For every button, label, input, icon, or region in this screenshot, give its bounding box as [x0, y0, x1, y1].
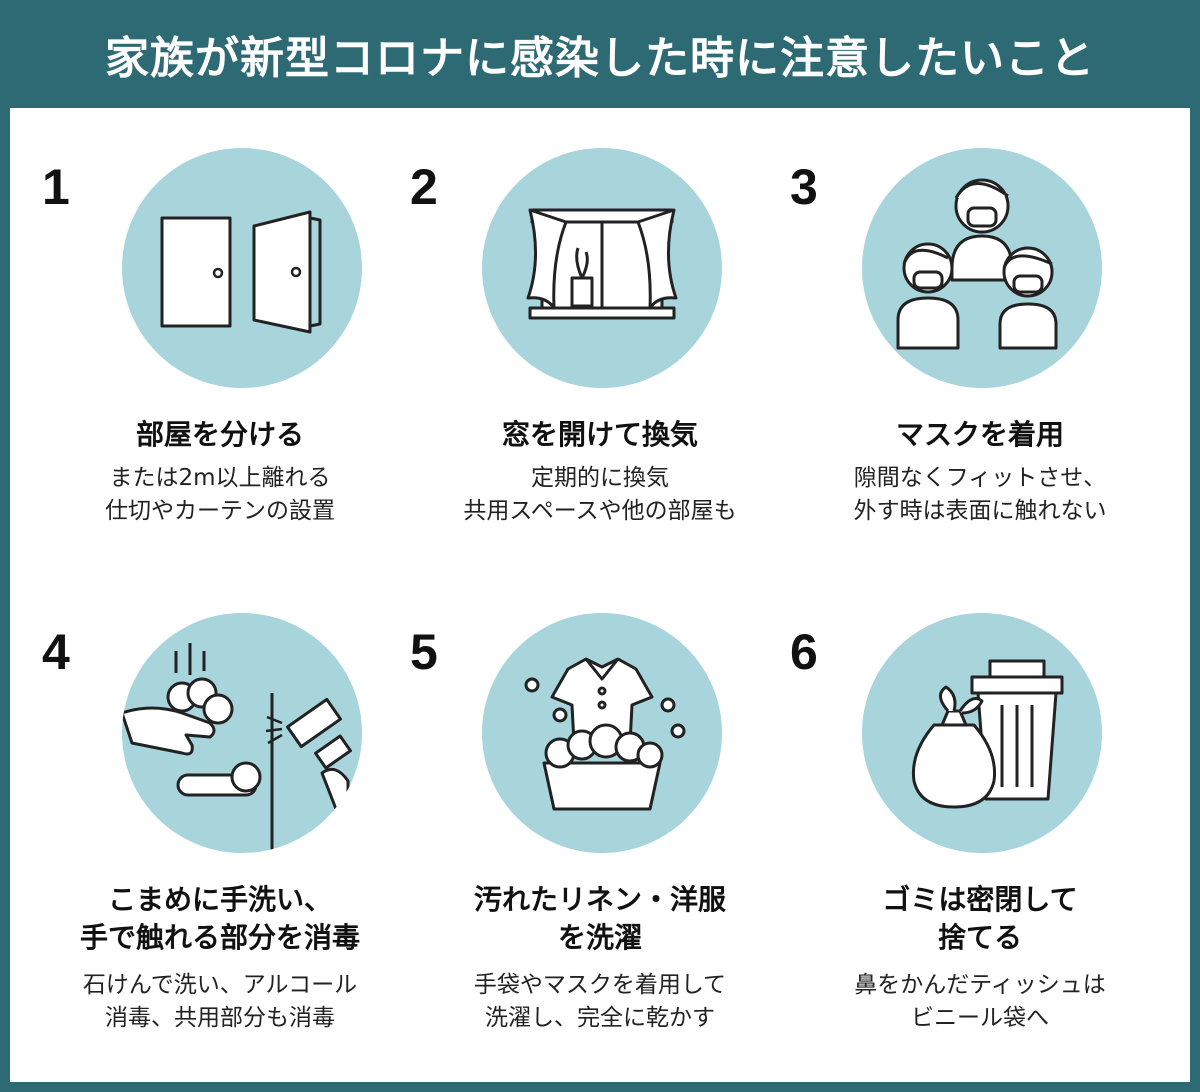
tip-item-3: 3 マスクを着用 — [790, 148, 1170, 618]
tip-item-2: 2 窓を開けて換気 定期的に換気 共用スペースや他の部屋も — [410, 148, 790, 618]
tip-description: または2m以上離れる 仕切やカーテンの設置 — [105, 465, 335, 525]
tip-number: 6 — [790, 624, 818, 680]
tip-number: 5 — [410, 624, 438, 680]
tip-title: マスクを着用 — [895, 418, 1064, 451]
tip-description: 定期的に換気 共用スペースや他の部屋も — [463, 465, 737, 525]
header-bar: 家族が新型コロナに感染した時に注意したいこと — [0, 0, 1200, 108]
tip-description: 隙間なくフィットさせ、 外す時は表面に触れない — [853, 465, 1107, 525]
tip-number: 2 — [410, 159, 438, 215]
tip-item-1: 1 部屋を分ける または2m以上離れる 仕切やカーテンの設置 — [30, 148, 410, 618]
handwash-disinfect-icon — [122, 613, 362, 853]
page-title: 家族が新型コロナに感染した時に注意したいこと — [105, 33, 1095, 84]
tip-title: こまめに手洗い、 手で触れる部分を消毒 — [79, 883, 360, 954]
doors-icon — [122, 148, 362, 388]
tip-title: 窓を開けて換気 — [501, 418, 698, 451]
trash-bag-icon — [862, 613, 1102, 853]
tip-description: 鼻をかんだティッシュは ビニール袋へ — [854, 972, 1106, 1032]
tip-title: 部屋を分ける — [135, 418, 304, 451]
tip-number: 3 — [790, 159, 818, 215]
tip-title: ゴミは密閉して 捨てる — [882, 883, 1078, 954]
tip-item-6: 6 ゴミは密閉して 捨てる 鼻 — [790, 613, 1170, 1083]
content-panel: 1 部屋を分ける または2m以上離れる 仕切やカーテンの設置 2 — [10, 108, 1190, 1082]
masked-family-icon — [862, 148, 1102, 388]
tip-item-4: 4 — [30, 613, 410, 1083]
tip-description: 石けんで洗い、アルコール 消毒、共用部分も消毒 — [82, 972, 358, 1032]
tip-title: 汚れたリネン・洋服 を洗濯 — [473, 883, 726, 954]
window-icon — [482, 148, 722, 388]
tip-item-5: 5 — [410, 613, 790, 1083]
tip-description: 手袋やマスクを着用して 洗濯し、完全に乾かす — [473, 972, 727, 1032]
laundry-icon — [482, 613, 722, 853]
tip-number: 1 — [42, 159, 70, 215]
tip-number: 4 — [42, 624, 70, 680]
